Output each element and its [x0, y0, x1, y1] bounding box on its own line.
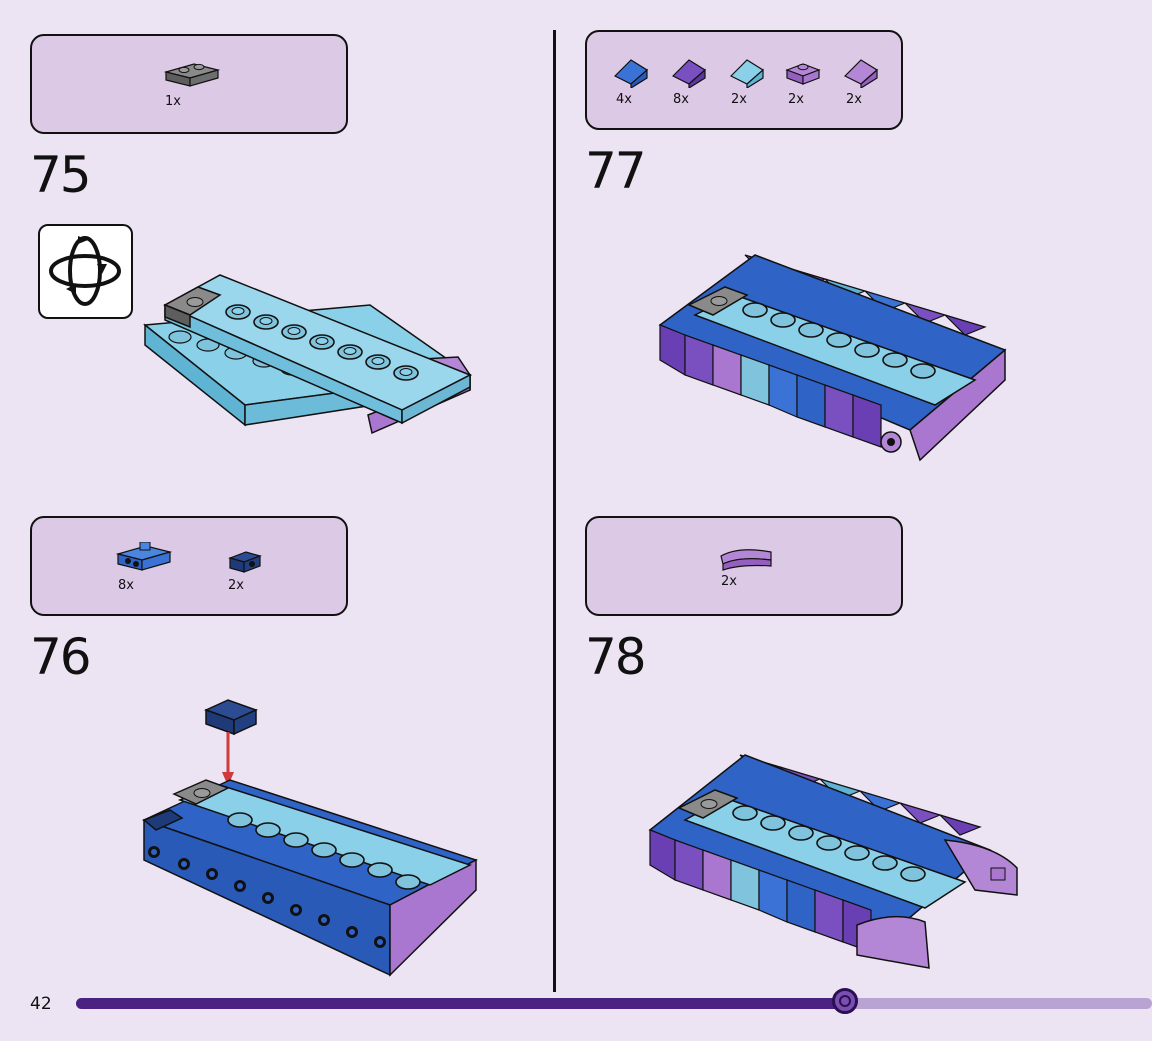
- step-number-75: 75: [30, 146, 92, 204]
- lavender-curved-slope-icon: [720, 549, 772, 571]
- part-qty: 2x: [788, 92, 804, 107]
- part-qty: 2x: [228, 578, 244, 593]
- step-78-parts-box: 2x: [585, 516, 903, 616]
- step-77-parts-box: 4x 8x 2x 2x 2x: [585, 30, 903, 130]
- part-qty: 4x: [616, 92, 632, 107]
- progress-fill: [76, 998, 846, 1009]
- step-78-model: [648, 754, 1018, 969]
- step-75-model: [143, 274, 473, 435]
- rotate-model-callout: [38, 224, 133, 319]
- dark-blue-bracket-icon: [204, 699, 258, 736]
- part-qty: 2x: [731, 92, 747, 107]
- part-qty: 2x: [846, 92, 862, 107]
- part-qty: 8x: [673, 92, 689, 107]
- step-76-model: [142, 699, 478, 977]
- azure-slope-icon: [729, 59, 765, 88]
- progress-marker-icon: [832, 988, 859, 1014]
- purple-slope-icon: [671, 59, 707, 88]
- page-number: 42: [30, 994, 52, 1014]
- step-75-parts-box: 1x: [30, 34, 348, 134]
- rotate-model-icon: [49, 236, 121, 306]
- part-qty: 2x: [721, 574, 737, 589]
- part-qty: 8x: [118, 578, 134, 593]
- step-76-parts-box: 8x 2x: [30, 516, 348, 616]
- step-77-model: [658, 254, 1007, 462]
- step-number-77: 77: [585, 142, 647, 200]
- dark-gray-plate-1x2-icon: [164, 63, 220, 87]
- lavender-slope-icon: [843, 59, 879, 88]
- step-number-76: 76: [30, 628, 92, 686]
- lavender-plate-icon: [785, 63, 821, 85]
- dark-blue-bracket-icon: [228, 551, 262, 573]
- blue-bracket-icon: [116, 542, 172, 571]
- step-number-78: 78: [585, 628, 647, 686]
- column-divider: [553, 30, 556, 992]
- progress-bar: [76, 988, 1152, 1014]
- blue-slope-icon: [613, 59, 649, 88]
- part-qty: 1x: [165, 94, 181, 109]
